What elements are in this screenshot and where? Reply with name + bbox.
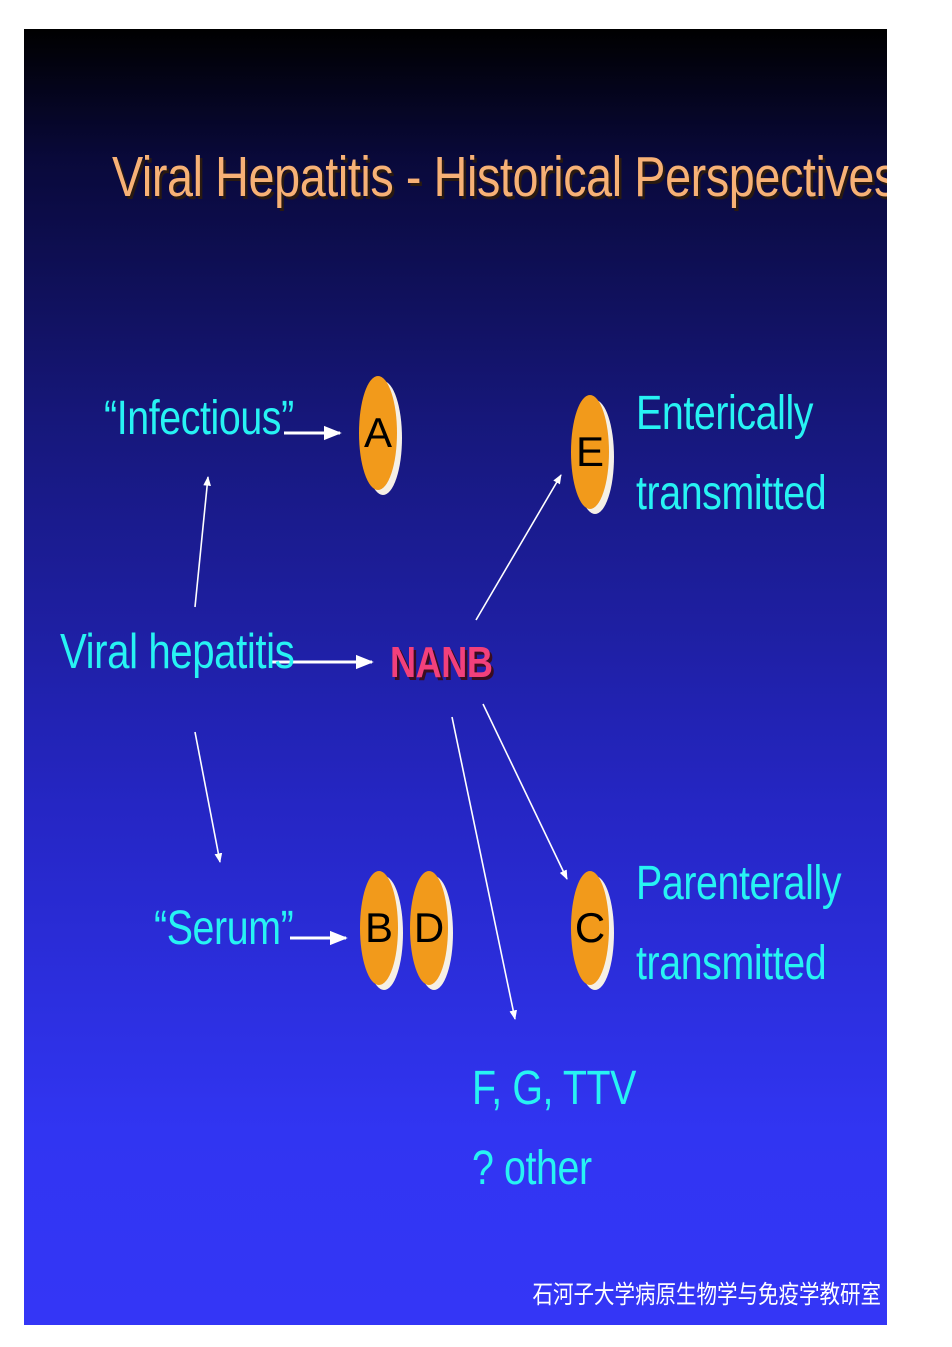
virus-e: E	[571, 395, 614, 514]
virus-a-body	[359, 376, 397, 490]
arrow-viral-to-infectious	[194, 476, 211, 608]
footer-institution: 石河子大学病原生物学与免疫学教研室	[532, 1280, 881, 1309]
virus-d: D	[410, 871, 453, 990]
virus-b: B	[360, 871, 403, 990]
virus-c-body	[571, 871, 609, 985]
label-other-line1: F, G, TTV	[472, 1062, 636, 1115]
virus-b-letter: B	[364, 904, 393, 951]
slide: Viral Hepatitis - Historical Perspective…	[24, 29, 887, 1325]
virus-a-letter: A	[363, 409, 392, 456]
virus-d-letter: D	[413, 904, 445, 951]
label-viral-hepatitis: Viral hepatitis	[60, 625, 295, 679]
arrow-viral-to-serum	[194, 731, 223, 863]
label-enterically-line2: transmitted	[636, 467, 827, 520]
virus-c: C	[571, 871, 614, 990]
arrow-nanb-to-c	[482, 703, 568, 880]
virus-b-body	[360, 871, 398, 985]
virus-c-letter: C	[574, 904, 606, 951]
arrows-layer	[194, 425, 568, 1020]
virus-e-letter: E	[575, 428, 604, 475]
label-other-line2: ? other	[472, 1142, 592, 1195]
virus-a: A	[359, 376, 402, 495]
slide-title: Viral Hepatitis - Historical Perspective…	[112, 145, 887, 209]
label-parenterally-line1: Parenterally	[636, 857, 842, 910]
arrow-nanb-to-other	[451, 716, 517, 1020]
label-parenterally-line2: transmitted	[636, 937, 827, 990]
label-enterically-line1: Enterically	[636, 387, 814, 440]
arrow-nanb-to-e	[475, 474, 562, 621]
virus-d-body	[410, 871, 448, 985]
label-infectious: “Infectious”	[104, 392, 294, 445]
label-serum: “Serum”	[154, 902, 294, 955]
label-nanb: NANB	[390, 638, 493, 687]
virus-e-body	[571, 395, 609, 509]
